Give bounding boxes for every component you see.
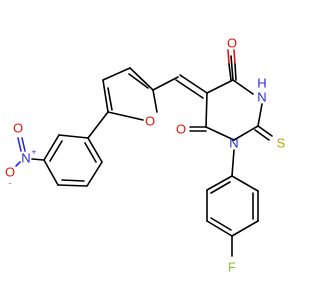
atom-ring-n: N (229, 136, 238, 151)
pyrimidine-ring (205, 55, 263, 141)
bond-p4-p5 (57, 184, 88, 187)
atom-nitro-n: N (21, 151, 30, 166)
bond-c2-n1 (233, 125, 259, 141)
bond-f2-f3-inner (128, 73, 149, 89)
bond-co-top-b2 (234, 63, 237, 81)
bond-n3-c2 (257, 103, 263, 127)
bond-p3-p4 (43, 159, 59, 186)
bond-c4-c5 (206, 79, 234, 94)
fluorophenyl-ring (206, 175, 259, 257)
bond-c-nitro (31, 158, 45, 161)
bond-p6-p1-inner (84, 142, 97, 163)
carbonyl-left (189, 126, 207, 132)
bond-p4-p5-inner (61, 179, 85, 182)
nitrophenyl-ring (43, 134, 103, 187)
bond-n1-c6 (205, 126, 235, 141)
bond-q4-q5 (231, 220, 259, 237)
bond-f3-f4 (102, 67, 131, 81)
bond-f5-o (107, 111, 144, 121)
atom-furan-o: O (145, 114, 155, 129)
bond-p1-p2 (58, 134, 89, 139)
atom-labels: O O N H S N O N + O - O F (5, 36, 286, 275)
bond-co-top-a (227, 49, 230, 65)
bond-ch-furan (152, 76, 179, 91)
bond-c5-ch-b (175, 79, 204, 99)
nitro-n-charge: + (32, 148, 37, 157)
bond-no-top-b (21, 137, 26, 152)
bond-co-top-a2 (228, 63, 232, 81)
bond-cs-b (254, 129, 270, 141)
bond-c5-ch-a (179, 74, 208, 94)
bond-o-f2 (152, 89, 158, 113)
atom-nh-n: N (257, 90, 266, 105)
bond-co-top-b (233, 49, 236, 65)
bond-c4-o (230, 55, 234, 81)
atom-nitro-o-top: O (13, 121, 23, 136)
thione (254, 125, 273, 141)
atom-nitro-o-left: O (5, 165, 15, 180)
carbonyl-top (227, 49, 237, 81)
bond-q3-q4 (206, 220, 233, 237)
bond-p6-p1 (87, 137, 103, 163)
nitro-group (15, 137, 45, 167)
bond-p5-p6 (86, 161, 103, 187)
atom-o-left: O (176, 122, 186, 137)
bond-furan-phenyl (87, 111, 109, 139)
atom-s: S (277, 136, 286, 151)
bond-no-left (15, 161, 21, 167)
bond-q1-q2-inner (210, 181, 231, 194)
bond-q1-q2 (206, 175, 233, 191)
molecule-structure: O O N H S N O N + O - O F (5, 36, 286, 275)
bond-p2-p3-inner (49, 140, 63, 162)
atom-nh-h: H (257, 76, 266, 91)
bond-c4-n3 (232, 79, 254, 95)
bond-c6-c5 (205, 92, 208, 128)
bond-q6-q1 (231, 175, 259, 192)
atom-o-top: O (227, 36, 237, 51)
furan-ring (102, 67, 158, 121)
bond-f4-f5-inner (107, 87, 113, 111)
bond-f2-f3 (129, 67, 154, 91)
bond-no-top-a (17, 137, 22, 152)
atom-fluorine: F (228, 260, 236, 275)
molecule-canvas: O O N H S N O N + O - O F (5, 36, 286, 275)
bond-n-fphenyl (231, 149, 235, 177)
nitro-o-left-charge: - (9, 179, 12, 188)
bond-cs-a (257, 125, 273, 137)
exocyclic-double-bond (152, 74, 208, 99)
bond-p2-p3 (43, 134, 60, 161)
bond-q3-q4-inner (210, 217, 232, 231)
bond-f4-f5 (102, 79, 109, 113)
